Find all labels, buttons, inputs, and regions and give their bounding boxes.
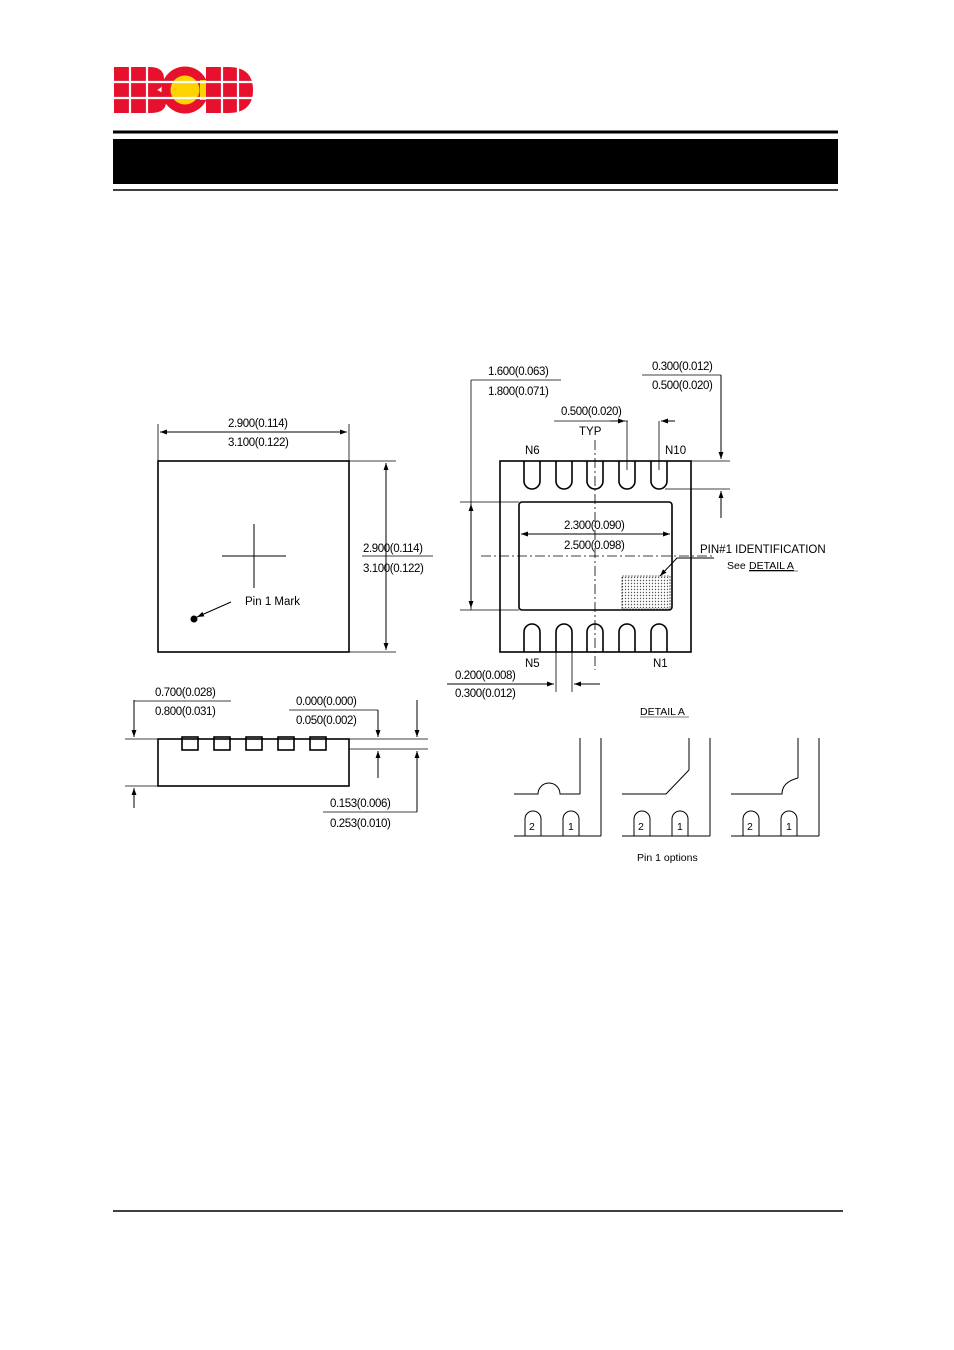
pin1-hatch xyxy=(621,575,671,610)
bottom-leads xyxy=(523,623,668,652)
see-label: See xyxy=(727,560,746,572)
bcd-logo xyxy=(110,64,256,116)
logo-letter-b xyxy=(114,67,166,113)
side-lead-thick-max: 0.253(0.010) xyxy=(330,818,391,830)
side-thickness-min: 0.700(0.028) xyxy=(155,687,216,699)
pin1-option-chamfer: 2 1 xyxy=(622,738,711,837)
pin-n1: N1 xyxy=(653,658,668,670)
top-view: Pin 1 Mark 2.900(0.114) 3.100(0.122) 2.9… xyxy=(157,418,433,653)
side-lead-thick-min: 0.153(0.006) xyxy=(330,798,391,810)
side-standoff-max: 0.050(0.002) xyxy=(296,715,357,727)
top-leads xyxy=(523,461,668,490)
option2-pin-1: 1 xyxy=(677,821,683,833)
option1-pin-1: 1 xyxy=(568,821,574,833)
pad-length-min: 1.600(0.063) xyxy=(488,366,549,378)
side-leads xyxy=(181,736,327,751)
detail-a-title: DETAIL A xyxy=(640,706,685,718)
pin1-option-radius: 2 1 xyxy=(731,738,820,837)
pin1-mark-dot xyxy=(190,615,198,623)
bottom-view: N6 N10 N5 N1 1.600(0.063) 1.800(0.071) 0… xyxy=(447,361,826,700)
top-width-max: 3.100(0.122) xyxy=(228,437,289,449)
pin1-mark-label: Pin 1 Mark xyxy=(245,596,300,608)
side-thickness-max: 0.800(0.031) xyxy=(155,706,216,718)
pitch-value: 0.500(0.020) xyxy=(561,406,622,418)
top-height-max: 3.100(0.122) xyxy=(363,563,424,575)
option1-pin-2: 2 xyxy=(529,821,535,833)
pin-n6: N6 xyxy=(525,445,540,457)
logo-yellow-disc xyxy=(170,75,200,105)
detail-a-reference: DETAIL A xyxy=(749,560,794,572)
option3-pin-1: 1 xyxy=(786,821,792,833)
lead-length-min: 0.300(0.012) xyxy=(652,361,713,373)
pin-n5: N5 xyxy=(525,658,540,670)
pad-width-min: 2.300(0.090) xyxy=(564,520,625,532)
option3-pin-2: 2 xyxy=(747,821,753,833)
pad-width-max: 2.500(0.098) xyxy=(564,540,625,552)
option2-pin-2: 2 xyxy=(638,821,644,833)
side-standoff-min: 0.000(0.000) xyxy=(296,696,357,708)
detail-a: DETAIL A 2 1 2 1 xyxy=(514,706,820,864)
side-view: 0.700(0.028) 0.800(0.031) 0.000(0.000) 0… xyxy=(125,687,428,830)
lead-width-min: 0.200(0.008) xyxy=(455,670,516,682)
logo-letter-d xyxy=(206,67,253,113)
header-bar xyxy=(113,130,838,191)
lead-width-max: 0.300(0.012) xyxy=(455,688,516,700)
pin1-identification-label: PIN#1 IDENTIFICATION xyxy=(700,544,826,556)
top-width-min: 2.900(0.114) xyxy=(228,418,288,430)
lead-length-max: 0.500(0.020) xyxy=(652,380,713,392)
pin1-options-caption: Pin 1 options xyxy=(637,852,698,864)
pin1-option-round-notch: 2 1 xyxy=(514,738,602,837)
pad-length-max: 1.800(0.071) xyxy=(488,386,549,398)
pitch-note: TYP xyxy=(579,426,602,438)
top-height-min: 2.900(0.114) xyxy=(363,543,423,555)
pin-n10: N10 xyxy=(665,445,686,457)
